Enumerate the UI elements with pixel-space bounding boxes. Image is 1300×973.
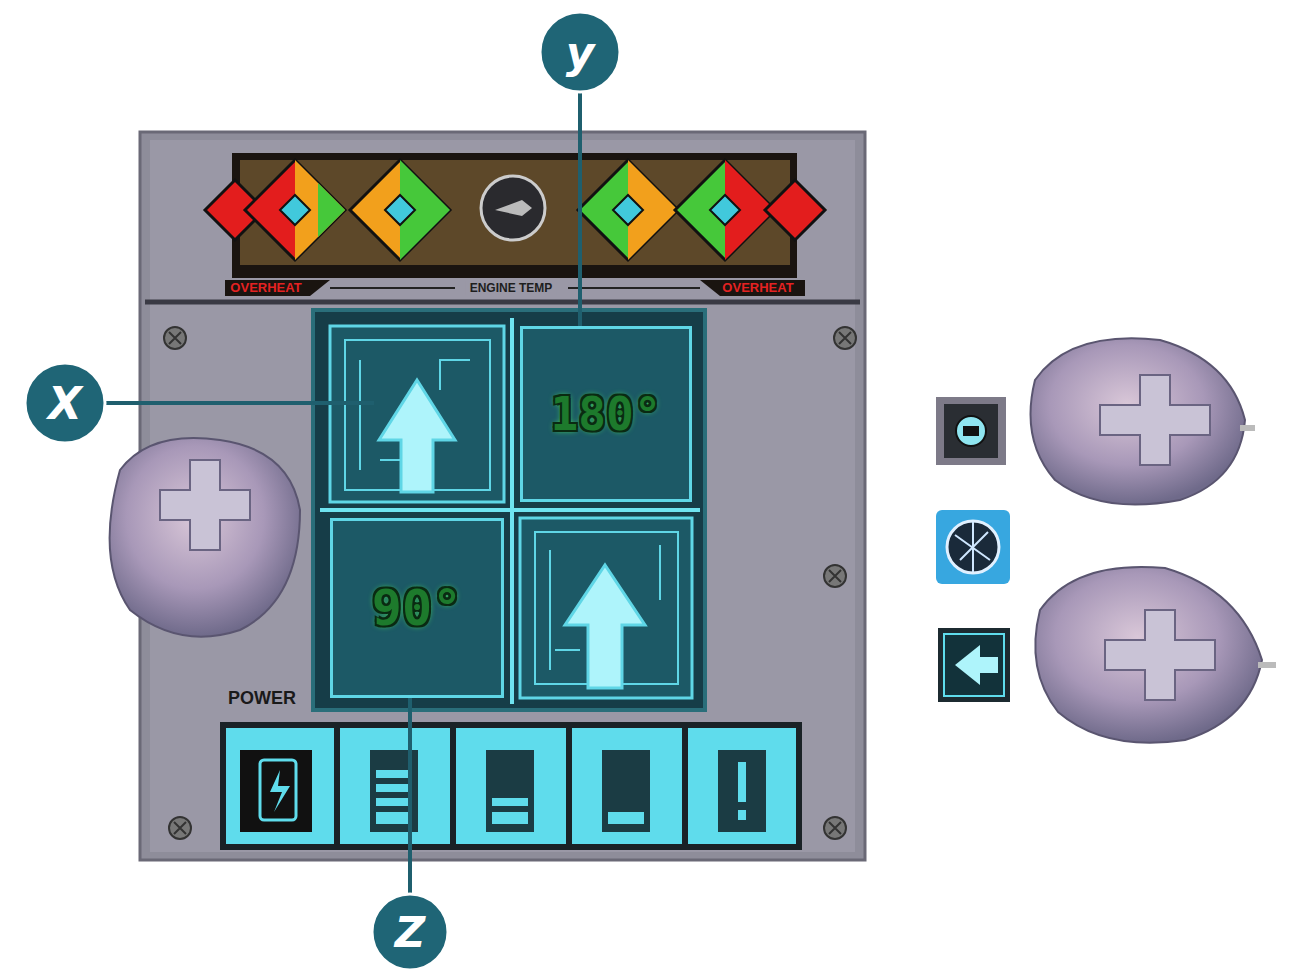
rotation-value: 90°	[372, 579, 462, 637]
power-label: POWER	[228, 688, 296, 709]
overheat-label: OVERHEAT	[722, 280, 793, 295]
overheat-label: OVERHEAT	[230, 280, 301, 295]
rotation-tile: 180°	[520, 326, 692, 502]
rotation-value: 180°	[551, 387, 662, 441]
callout-letter: y	[566, 27, 595, 78]
engine-temp-label: ENGINE TEMP	[466, 281, 557, 295]
callout-letter: X	[48, 378, 82, 429]
rotation-tile: 90°	[330, 518, 504, 698]
callout-letter: Z	[395, 908, 425, 957]
